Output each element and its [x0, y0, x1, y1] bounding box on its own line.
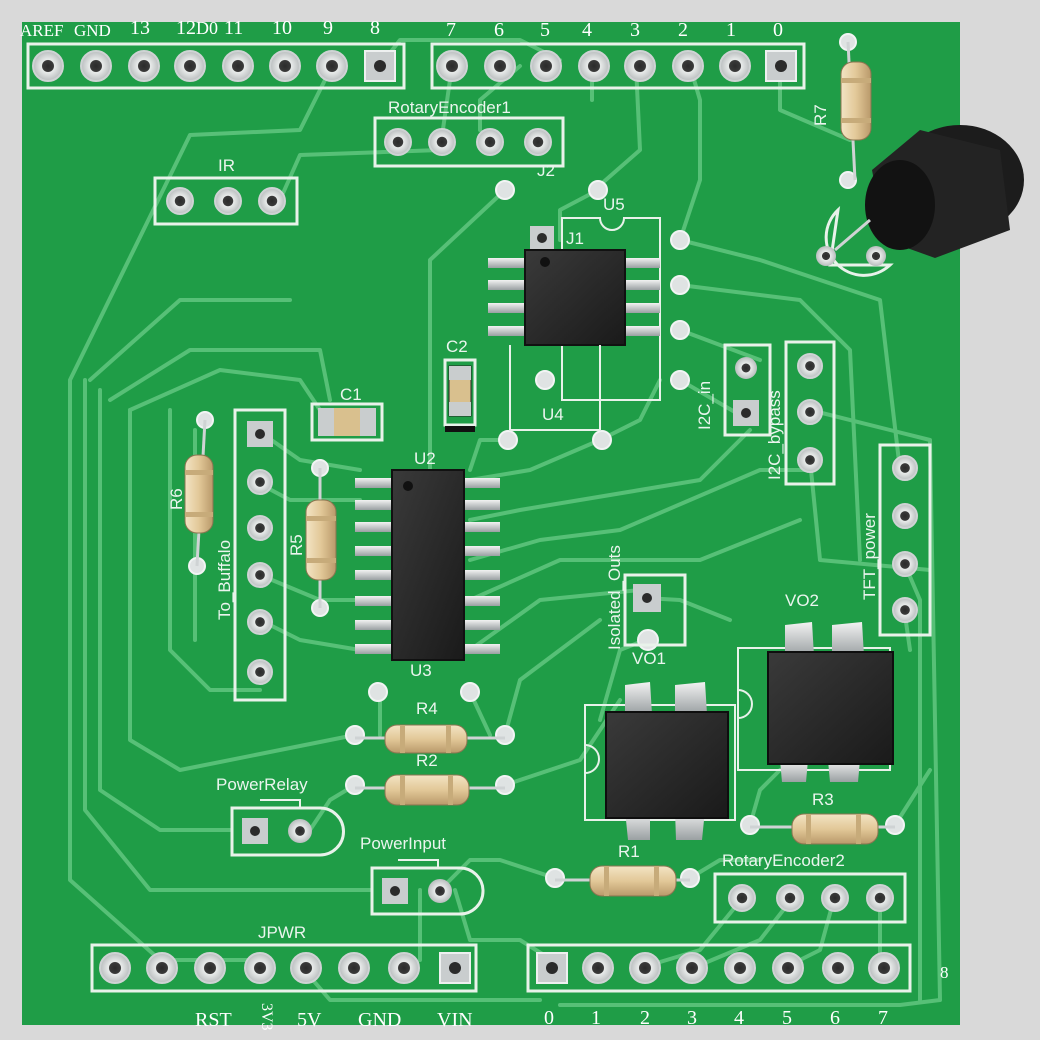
label-r6: R6 [167, 488, 186, 510]
label-r4: R4 [416, 699, 438, 718]
vo2-optocoupler: VO2 [737, 591, 894, 782]
pin-label-3v3: 3V3 [258, 1003, 275, 1031]
u4-footprint: U4 [509, 345, 601, 431]
label-r2: R2 [416, 751, 438, 770]
label-ir: IR [218, 156, 235, 175]
header-top-left [26, 42, 406, 90]
label-r7: R7 [811, 104, 830, 126]
header-top-right [430, 42, 806, 90]
header-bottom-left: JPWR [90, 923, 478, 993]
pin-label-0: 0 [773, 19, 783, 41]
vo1-optocoupler: VO1 [584, 649, 736, 840]
pin-label-b7: 7 [878, 1007, 888, 1029]
pin-label-10: 10 [272, 17, 292, 39]
pin-label-12: 12 [176, 17, 196, 39]
label-i2c-in: I2C_in [695, 381, 714, 430]
pin-label-9: 9 [323, 17, 333, 39]
label-vo2: VO2 [785, 591, 819, 610]
u5-footprint: U5 [530, 195, 661, 401]
header-bottom-right [526, 943, 912, 993]
label-power-relay: PowerRelay [216, 775, 308, 794]
pin-label-5v: 5V [297, 1009, 322, 1031]
header-top-left-labels: AREF GND 13 12 D0 11 10 9 8 [20, 17, 380, 40]
pin-label-b1: 1 [591, 1007, 601, 1029]
label-u3: U3 [410, 661, 432, 680]
pin-label-11: 11 [224, 17, 243, 39]
label-r1: R1 [618, 842, 640, 861]
rotary-encoder-1: RotaryEncoder1 [373, 98, 565, 168]
to-buffalo-header: To_Buffalo [215, 408, 287, 702]
r2-resistor: R2 [355, 751, 505, 806]
r5-resistor: R5 [287, 468, 337, 608]
pin-label-rst: RST [195, 1009, 232, 1031]
label-rotaryencoder2: RotaryEncoder2 [722, 851, 845, 870]
pin-label-4: 4 [582, 19, 592, 41]
label-i2c-bypass: I2C_bypass [765, 390, 784, 480]
isolated-outs-connector: Isolated_Outs [605, 545, 687, 650]
pin-label-b2: 2 [640, 1007, 650, 1029]
label-tft-power: TFT_power [860, 513, 879, 600]
pin-label-b8: 8 [940, 963, 949, 982]
i2c-bypass-header: I2C_bypass [765, 340, 836, 486]
r6-resistor: R6 [167, 419, 214, 567]
pin-label-6: 6 [494, 19, 504, 41]
power-input-connector: PowerInput [360, 834, 485, 916]
label-u4: U4 [542, 405, 564, 424]
pin-label-3: 3 [630, 19, 640, 41]
label-u5: U5 [603, 195, 625, 214]
pin-label-aref: AREF [20, 21, 63, 40]
label-vo1: VO1 [632, 649, 666, 668]
label-to-buffalo: To_Buffalo [215, 540, 234, 620]
pin-label-2: 2 [678, 19, 688, 41]
label-c1: C1 [340, 385, 362, 404]
vias [188, 33, 905, 888]
c1-capacitor: C1 [310, 385, 384, 442]
label-rotaryencoder1: RotaryEncoder1 [388, 98, 511, 117]
pin-label-gnd-bottom: GND [358, 1009, 401, 1031]
pin-label-b0: 0 [544, 1007, 554, 1029]
r3-resistor: R3 [750, 790, 895, 845]
pin-label-gnd: GND [74, 21, 111, 40]
label-power-input: PowerInput [360, 834, 446, 853]
label-c2: C2 [446, 337, 468, 356]
pin-label-8: 8 [370, 17, 380, 39]
pin-label-13: 13 [130, 17, 150, 39]
label-j2: J2 [537, 161, 555, 180]
pin-label-b5: 5 [782, 1007, 792, 1029]
r1-resistor: R1 [555, 842, 690, 897]
pin-label-b3: 3 [687, 1007, 697, 1029]
header-top-right-labels: 7 6 5 4 3 2 1 0 [446, 19, 783, 41]
pin-label-b6: 6 [830, 1007, 840, 1029]
j1-soic-chip: J1 [488, 229, 660, 346]
header-bottom-left-labels: RST 3V3 5V GND VIN [195, 1003, 473, 1031]
pin-label-vin: VIN [437, 1009, 473, 1031]
tft-power-header: TFT_power [860, 443, 932, 637]
ir-connector: IR [153, 156, 299, 226]
pin-label-b4: 4 [734, 1007, 744, 1029]
u2-u3-soic-chip: U2 U3 [355, 449, 500, 680]
transistor-component [816, 125, 1024, 277]
label-jpwr: JPWR [258, 923, 306, 942]
r7-resistor: R7 [811, 41, 872, 181]
i2c-in-connector: I2C_in [695, 343, 772, 437]
header-bottom-right-labels: 0 1 2 3 4 5 6 7 8 [544, 963, 949, 1029]
label-j1: J1 [566, 229, 584, 248]
power-relay-connector: PowerRelay [216, 775, 345, 857]
label-isolated-outs: Isolated_Outs [605, 545, 624, 650]
label-r3: R3 [812, 790, 834, 809]
c2-capacitor: C2 [443, 337, 477, 432]
label-u2: U2 [414, 449, 436, 468]
r4-resistor: R4 [355, 699, 505, 754]
pin-label-d0: D0 [196, 18, 218, 38]
pin-label-1: 1 [726, 19, 736, 41]
pin-label-7: 7 [446, 19, 456, 41]
pin-label-5: 5 [540, 19, 550, 41]
label-r5: R5 [287, 534, 306, 556]
rotary-encoder-2: RotaryEncoder2 [713, 851, 907, 924]
